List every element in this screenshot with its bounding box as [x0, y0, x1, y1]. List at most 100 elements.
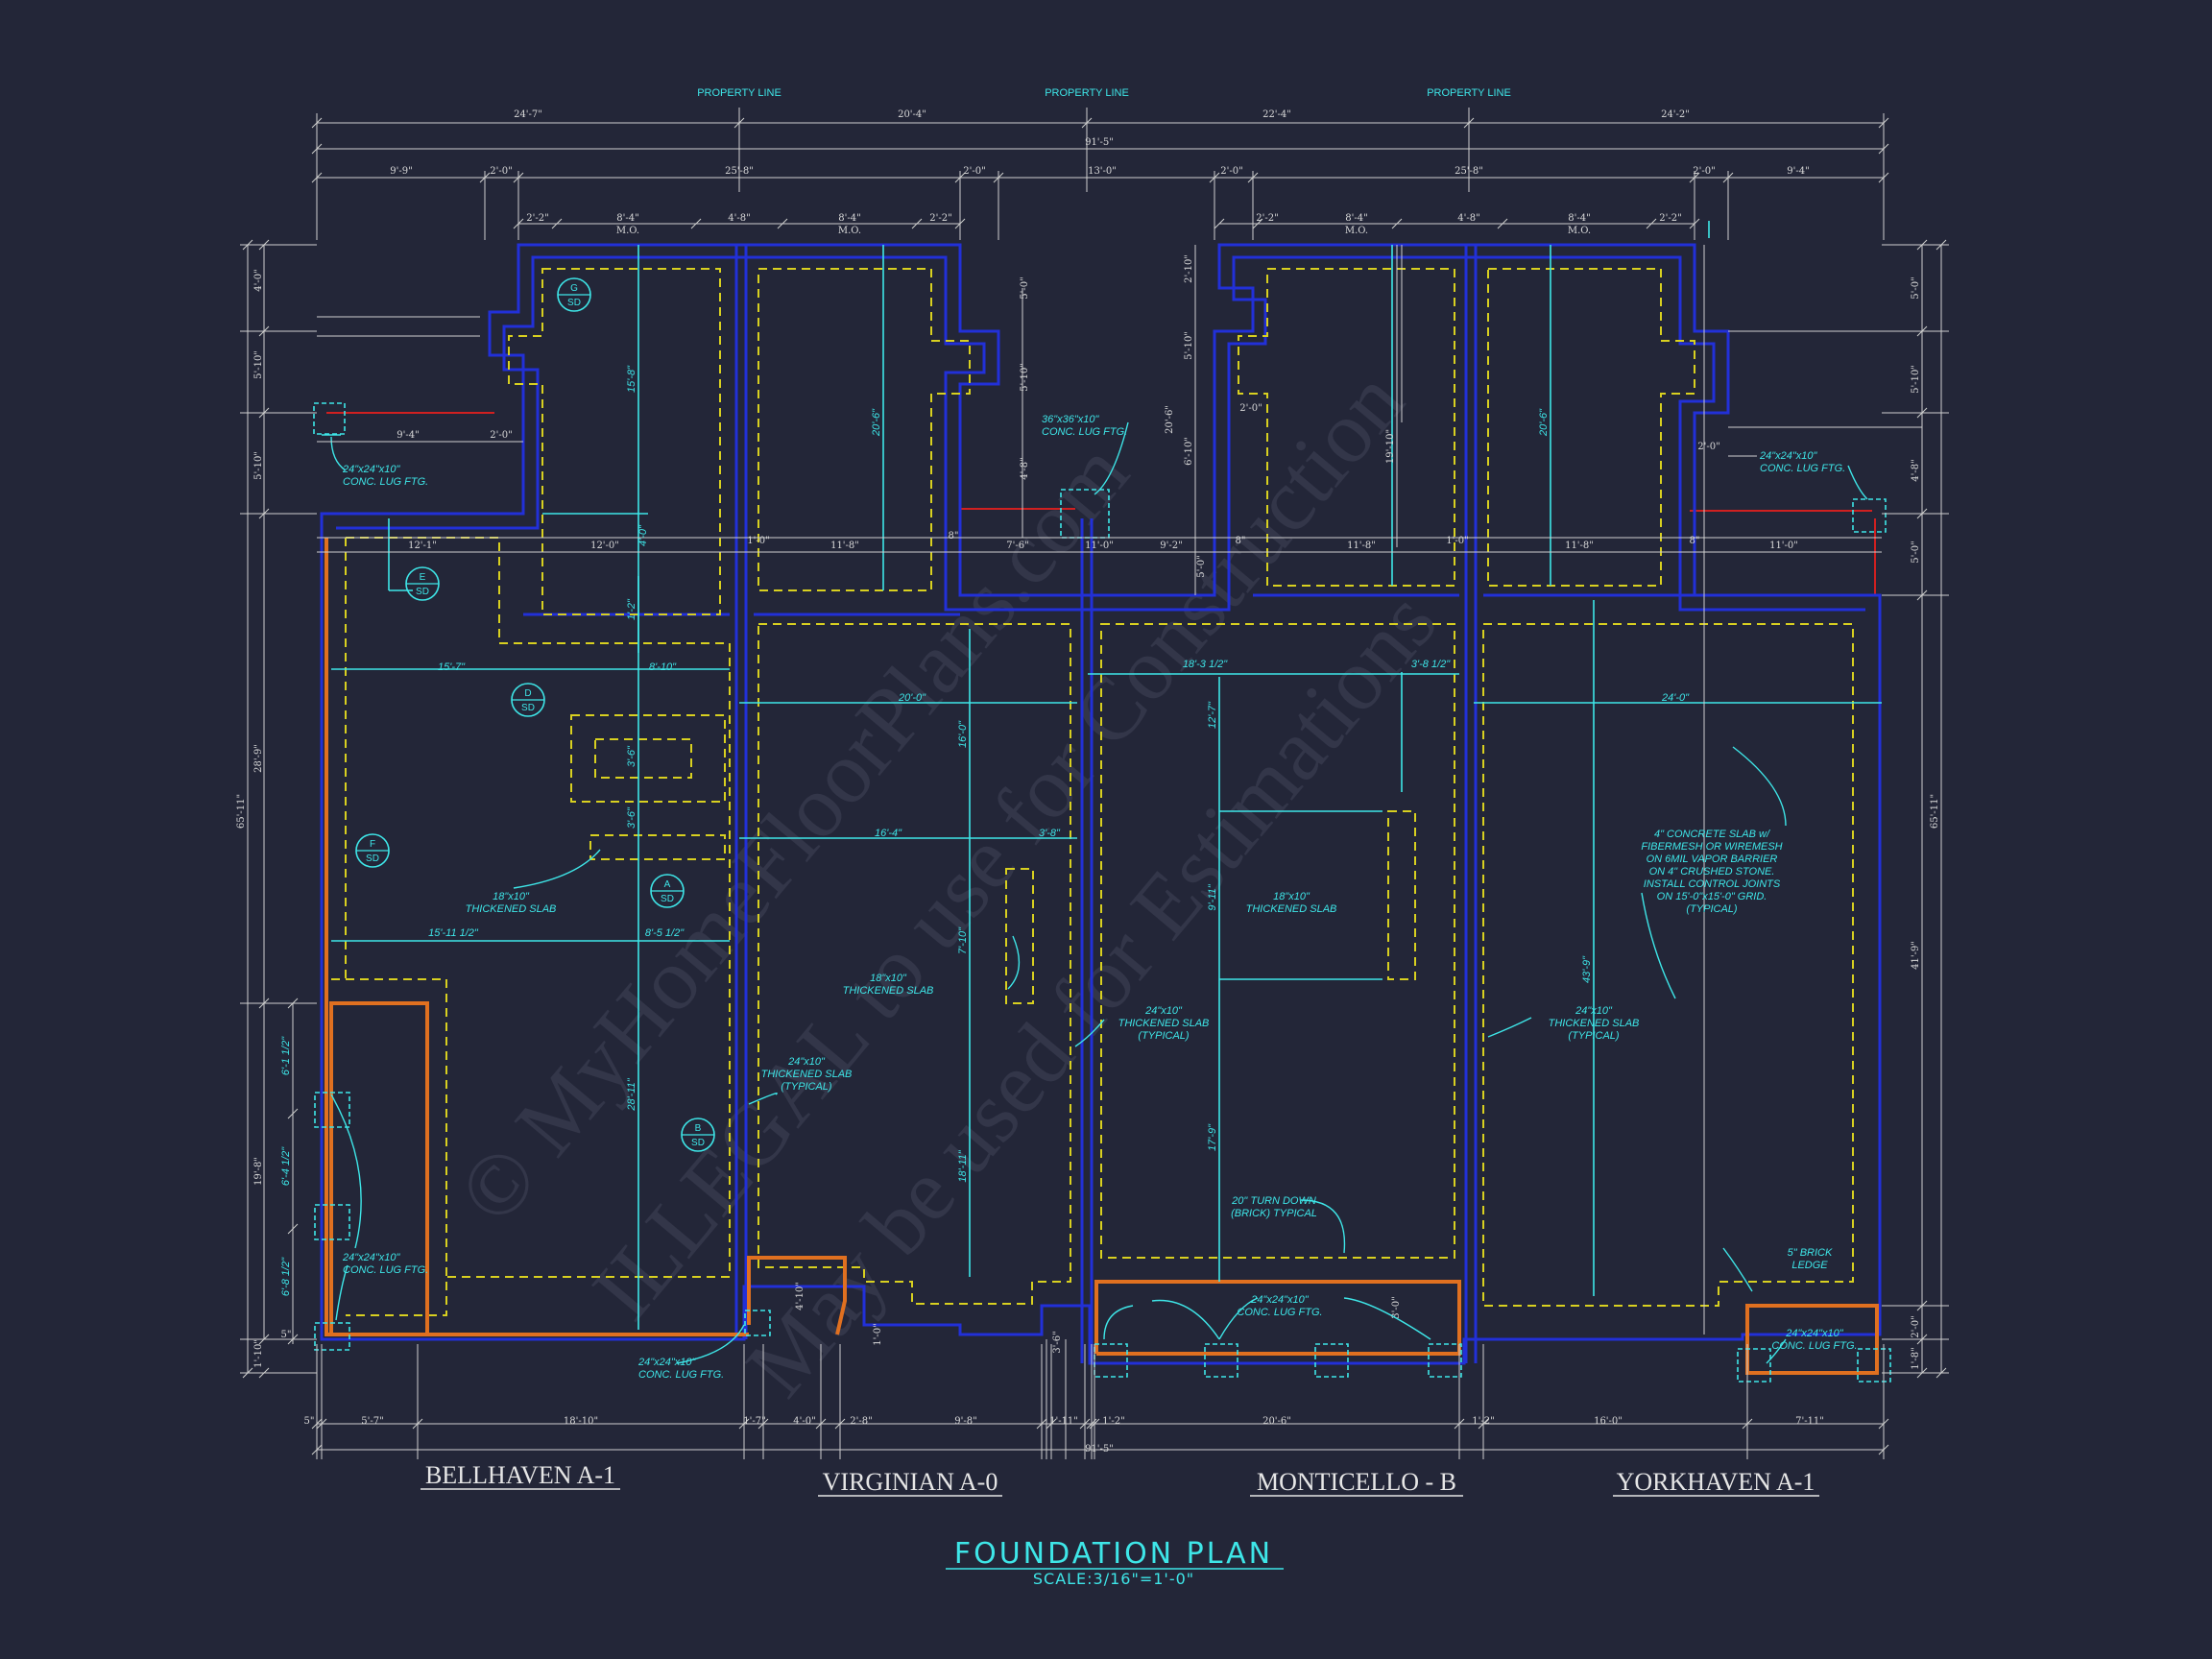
svg-text:8'-4": 8'-4"	[838, 213, 860, 224]
unit-labels: BELLHAVEN A-1 VIRGINIAN A-0 MONTICELLO -…	[421, 1461, 1819, 1497]
svg-text:9'-8": 9'-8"	[954, 1416, 976, 1427]
note-thickened-slab-typical-3: 24"x10" THICKENED SLAB (TYPICAL)	[1549, 1005, 1640, 1042]
svg-text:2'-0": 2'-0"	[963, 166, 985, 177]
svg-text:20'-6": 20'-6"	[1262, 1416, 1291, 1427]
svg-text:20" TURN DOWN: 20" TURN DOWN	[1231, 1195, 1316, 1207]
svg-text:M.O.: M.O.	[1345, 226, 1368, 236]
svg-text:1'-10": 1'-10"	[253, 1339, 264, 1368]
property-line-labels: PROPERTY LINE PROPERTY LINE PROPERTY LIN…	[697, 87, 1511, 139]
svg-text:18"x10": 18"x10"	[1273, 891, 1310, 902]
svg-text:2'-2": 2'-2"	[929, 213, 951, 224]
svg-text:1'-2": 1'-2"	[626, 598, 637, 620]
note-lug-footing-yorkhaven: 24"x24"x10" CONC. LUG FTG.	[1771, 1328, 1857, 1352]
svg-text:M.O.: M.O.	[616, 226, 639, 236]
note-lug-footing-monticello: 24"x24"x10" CONC. LUG FTG.	[1237, 1294, 1322, 1318]
svg-text:18'-3 1/2": 18'-3 1/2"	[1183, 659, 1228, 670]
svg-text:ON 4" CRUSHED STONE.: ON 4" CRUSHED STONE.	[1649, 866, 1775, 878]
dimension-tick	[242, 239, 253, 251]
dimension-tick	[1646, 218, 1657, 229]
svg-text:24'-7": 24'-7"	[514, 109, 542, 120]
svg-text:24'-2": 24'-2"	[1661, 109, 1690, 120]
svg-text:B: B	[695, 1123, 702, 1134]
svg-text:4'-0": 4'-0"	[637, 524, 649, 546]
svg-text:1'-2": 1'-2"	[1102, 1416, 1124, 1427]
svg-text:20'-6": 20'-6"	[1538, 408, 1550, 437]
note-lug-footing-left: 24"x24"x10" CONC. LUG FTG.	[342, 1252, 428, 1276]
dimension-tick	[1252, 218, 1263, 229]
svg-text:3'-8": 3'-8"	[1039, 828, 1061, 839]
svg-text:24"x24"x10": 24"x24"x10"	[342, 464, 401, 475]
top-dimensions: 24'-7" 20'-4" 22'-4" 24'-2" 91'-5" 9'-9"…	[390, 109, 1809, 236]
note-thickened-slab-virginian: 18"x10" THICKENED SLAB	[843, 973, 934, 997]
svg-text:18"x10": 18"x10"	[493, 891, 530, 902]
svg-text:24"x10": 24"x10"	[787, 1056, 826, 1068]
svg-text:5'-10": 5'-10"	[253, 451, 264, 480]
dimension-tick	[1878, 143, 1889, 155]
svg-text:SD: SD	[366, 854, 379, 864]
svg-text:(TYPICAL): (TYPICAL)	[1686, 903, 1738, 915]
svg-text:5'-10": 5'-10"	[253, 350, 264, 379]
svg-text:5'-7": 5'-7"	[361, 1416, 383, 1427]
svg-text:5'-0": 5'-0"	[1196, 555, 1207, 577]
svg-text:24'-0": 24'-0"	[1661, 692, 1690, 704]
svg-text:15'-7": 15'-7"	[438, 661, 466, 673]
dimension-tick	[690, 218, 702, 229]
svg-text:4'-10": 4'-10"	[795, 1282, 805, 1310]
svg-text:28'-11": 28'-11"	[626, 1077, 637, 1111]
svg-text:36"x36"x10": 36"x36"x10"	[1042, 414, 1100, 425]
plan-scale: SCALE:3/16"=1'-0"	[1033, 1570, 1194, 1588]
svg-text:17'-9": 17'-9"	[1207, 1123, 1218, 1151]
dimension-tick	[1497, 218, 1508, 229]
svg-text:3'-6": 3'-6"	[626, 806, 637, 829]
svg-text:28'-9": 28'-9"	[253, 744, 264, 773]
svg-text:4'-8": 4'-8"	[1457, 213, 1479, 224]
note-lug-footing-top-left: 24"x24"x10" CONC. LUG FTG.	[342, 464, 428, 488]
svg-text:18'-10": 18'-10"	[564, 1416, 598, 1427]
svg-text:1'-0": 1'-0"	[1446, 536, 1468, 546]
svg-text:5'-10": 5'-10"	[1020, 363, 1030, 392]
svg-text:18"x10": 18"x10"	[870, 973, 907, 984]
dimension-tick	[1689, 218, 1700, 229]
svg-text:2'-0": 2'-0"	[490, 430, 512, 441]
dimension-tick	[287, 1223, 299, 1235]
svg-text:25'-8": 25'-8"	[725, 166, 754, 177]
svg-text:5'-10": 5'-10"	[1184, 331, 1194, 360]
svg-text:4" CONCRETE SLAB w/: 4" CONCRETE SLAB w/	[1654, 829, 1770, 840]
svg-text:2'-0": 2'-0"	[1239, 403, 1262, 414]
dimension-tick	[1936, 1367, 1947, 1379]
svg-text:(BRICK) TYPICAL: (BRICK) TYPICAL	[1231, 1208, 1317, 1219]
dimension-tick	[1391, 218, 1403, 229]
svg-text:8'-4": 8'-4"	[1568, 213, 1590, 224]
svg-text:16'-0": 16'-0"	[957, 720, 969, 748]
note-thickened-slab-typical-2: 24"x10" THICKENED SLAB (TYPICAL)	[1118, 1005, 1210, 1042]
plan-title-block: FOUNDATION PLAN SCALE:3/16"=1'-0"	[946, 1537, 1284, 1588]
section-marker-f: F SD	[355, 833, 390, 868]
svg-text:4'-8": 4'-8"	[728, 213, 750, 224]
svg-text:24"x10": 24"x10"	[1144, 1005, 1183, 1017]
svg-text:CONC. LUG FTG.: CONC. LUG FTG.	[343, 476, 428, 488]
property-line-label-1: PROPERTY LINE	[697, 87, 781, 99]
svg-text:11'-8": 11'-8"	[1347, 541, 1376, 551]
svg-text:16'-0": 16'-0"	[1594, 1416, 1623, 1427]
svg-text:2'-2": 2'-2"	[526, 213, 548, 224]
svg-text:(TYPICAL): (TYPICAL)	[1138, 1030, 1190, 1042]
svg-text:CONC. LUG FTG.: CONC. LUG FTG.	[638, 1369, 724, 1381]
svg-text:8": 8"	[949, 531, 959, 541]
svg-text:SD: SD	[661, 894, 674, 904]
svg-text:M.O.: M.O.	[1568, 226, 1591, 236]
svg-text:18'-11": 18'-11"	[957, 1149, 969, 1182]
note-turn-down: 20" TURN DOWN (BRICK) TYPICAL	[1231, 1195, 1317, 1219]
unit-label-virginian: VIRGINIAN A-0	[823, 1468, 998, 1496]
footing-lines	[331, 268, 1854, 1316]
svg-text:1'-2": 1'-2"	[1472, 1416, 1494, 1427]
svg-text:D: D	[524, 688, 531, 699]
svg-text:9'-9": 9'-9"	[390, 166, 412, 177]
svg-text:2'-2": 2'-2"	[1256, 213, 1278, 224]
svg-text:2'-0": 2'-0"	[1697, 442, 1719, 452]
svg-text:THICKENED SLAB: THICKENED SLAB	[466, 903, 557, 915]
svg-text:25'-8": 25'-8"	[1455, 166, 1483, 177]
interior-dimensions: 12'-1" 12'-0" 1'-0" 11'-8" 8" 7'-6" 11'-…	[397, 254, 1798, 1354]
svg-text:24"x24"x10": 24"x24"x10"	[1250, 1294, 1310, 1306]
svg-text:8'-4": 8'-4"	[1345, 213, 1367, 224]
